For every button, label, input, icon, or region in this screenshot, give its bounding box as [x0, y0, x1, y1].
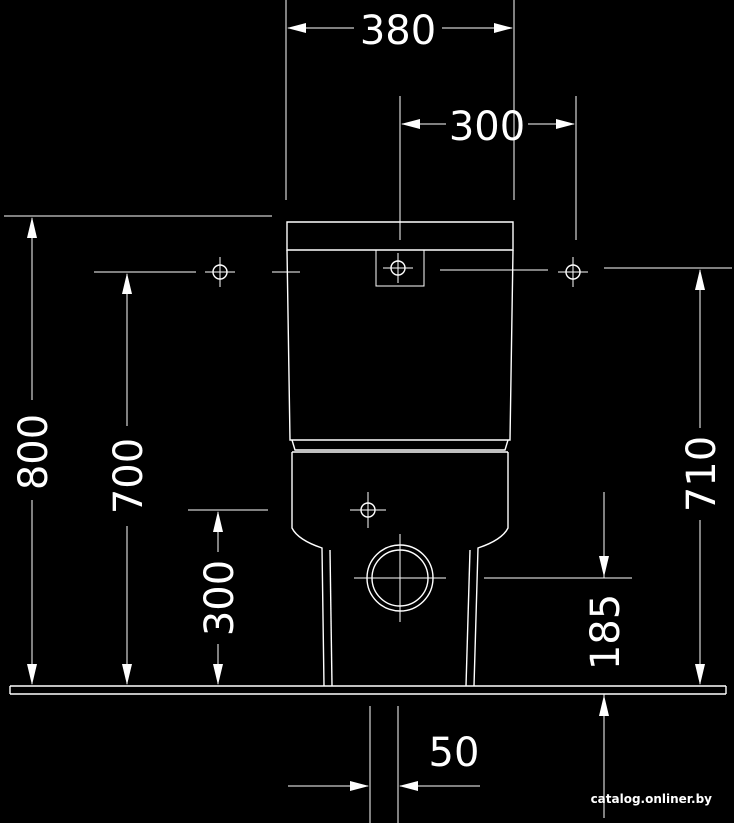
dimension-right-fixing-height: 710 [679, 269, 725, 685]
dimension-inlet-height: 300 [197, 511, 243, 685]
dimension-drain-diameter: 50 [288, 730, 480, 791]
extension-lines [4, 0, 732, 823]
dimension-left-fixing-height-label: 700 [106, 438, 152, 514]
dimension-inlet-height-label: 300 [197, 560, 243, 636]
floor-line [9, 685, 727, 695]
fixing-point-cistern-icon [383, 253, 413, 283]
bowl-outline [291, 451, 509, 687]
dimension-left-fixing-height: 700 [106, 273, 152, 685]
dimension-total-width: 380 [287, 8, 513, 54]
dimension-total-height: 800 [11, 217, 57, 685]
fixing-point-right-icon [558, 257, 588, 287]
watermark: catalog.onliner.by [591, 792, 713, 806]
dimension-total-height-label: 800 [11, 414, 57, 490]
inlet-point-icon [350, 492, 386, 528]
fixing-point-left-icon [205, 257, 235, 287]
dimension-tank-offset: 300 [401, 104, 575, 150]
outlet-circle [354, 534, 446, 622]
cistern-outline [286, 221, 514, 451]
dimension-total-width-label: 380 [360, 8, 436, 54]
dimension-tank-offset-label: 300 [449, 104, 525, 150]
dimension-right-fixing-height-label: 710 [679, 436, 725, 512]
dimension-outlet-height: 185 [583, 556, 629, 716]
dimension-outlet-height-label: 185 [583, 594, 629, 670]
dimension-drain-diameter-label: 50 [429, 730, 480, 776]
